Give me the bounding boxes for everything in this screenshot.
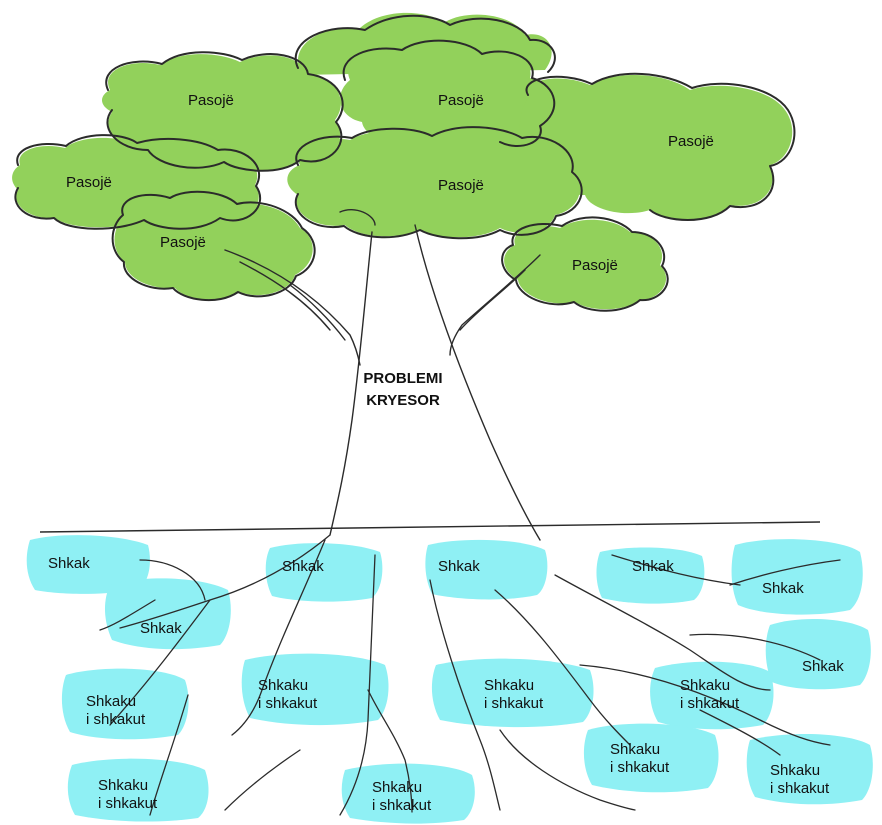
cause-label: Shkak <box>282 558 324 575</box>
root-blobs <box>26 535 873 824</box>
sub-cause-label: Shkaku i shkakut <box>258 677 317 713</box>
cause-label: Shkak <box>48 555 90 572</box>
sub-cause-line-2: i shkakut <box>372 797 432 814</box>
trunk-left-edge <box>329 231 373 536</box>
blob-sub-2 <box>241 653 389 726</box>
consequence-label: Pasojë <box>572 257 618 274</box>
sub-cause-line-1: Shkaku <box>484 677 535 694</box>
trunk <box>224 208 541 541</box>
sub-cause-line-2: i shkakut <box>770 780 830 797</box>
canopy <box>12 12 793 310</box>
main-problem-line-2: KRYESOR <box>366 392 440 409</box>
sub-cause-label: Shkaku i shkakut <box>98 777 157 813</box>
consequence-label: Pasojë <box>438 92 484 109</box>
sub-cause-line-2: i shkakut <box>98 795 158 812</box>
branch-left <box>224 249 361 366</box>
main-problem-title: PROBLEMI KRYESOR <box>333 368 473 412</box>
blob-shkak-7 <box>765 618 871 690</box>
sub-cause-label: Shkaku i shkakut <box>484 677 543 713</box>
blob-sub-7 <box>67 758 209 822</box>
blob-shkak-5 <box>596 547 705 604</box>
sub-cause-line-1: Shkaku <box>86 693 137 710</box>
blob-sub-4 <box>650 661 774 730</box>
sub-cause-line-1: Shkaku <box>258 677 309 694</box>
cause-label: Shkak <box>762 580 804 597</box>
sub-cause-line-1: Shkaku <box>680 677 731 694</box>
sub-cause-line-2: i shkakut <box>258 695 318 712</box>
blob-sub-3 <box>431 658 594 728</box>
leaf-cloud-left-lower <box>114 193 313 300</box>
sub-cause-line-1: Shkaku <box>770 762 821 779</box>
leaf-cloud-right-lower <box>504 219 667 310</box>
sub-cause-line-1: Shkaku <box>98 777 149 794</box>
sub-cause-line-2: i shkakut <box>680 695 740 712</box>
sub-cause-label: Shkaku i shkakut <box>610 741 669 777</box>
consequence-label: Pasojë <box>668 133 714 150</box>
sub-cause-label: Shkaku i shkakut <box>86 693 145 729</box>
leaf-cloud-top-mid <box>340 42 553 151</box>
blob-sub-6 <box>746 733 873 805</box>
cause-label: Shkak <box>140 620 182 637</box>
consequence-label: Pasojë <box>438 177 484 194</box>
blob-sub-8 <box>341 763 475 824</box>
consequence-label: Pasojë <box>160 234 206 251</box>
canopy-outlines <box>14 14 796 312</box>
sub-cause-line-2: i shkakut <box>86 711 146 728</box>
sub-cause-label: Shkaku i shkakut <box>770 762 829 798</box>
sub-cause-label: Shkaku i shkakut <box>680 677 739 713</box>
cause-label: Shkak <box>438 558 480 575</box>
sub-cause-line-1: Shkaku <box>372 779 423 796</box>
sub-cause-line-1: Shkaku <box>610 741 661 758</box>
cause-label: Shkak <box>802 658 844 675</box>
blob-shkak-4 <box>425 539 548 600</box>
ground-line <box>39 521 821 533</box>
blob-shkak-1 <box>26 535 150 594</box>
blob-sub-5 <box>583 723 719 793</box>
sub-cause-line-2: i shkakut <box>610 759 670 776</box>
root-lines <box>99 534 841 816</box>
leaf-cloud-center <box>287 129 580 238</box>
consequence-label: Pasojë <box>66 174 112 191</box>
blob-shkak-3 <box>265 543 383 602</box>
blob-shkak-6 <box>731 539 863 615</box>
cause-label: Shkak <box>632 558 674 575</box>
sub-cause-line-2: i shkakut <box>484 695 544 712</box>
consequence-label: Pasojë <box>188 92 234 109</box>
leaf-cloud-right <box>519 74 793 220</box>
sub-cause-label: Shkaku i shkakut <box>372 779 431 815</box>
main-problem-line-1: PROBLEMI <box>363 370 443 387</box>
blob-sub-1 <box>61 668 189 740</box>
trunk-right-edge <box>414 224 541 541</box>
